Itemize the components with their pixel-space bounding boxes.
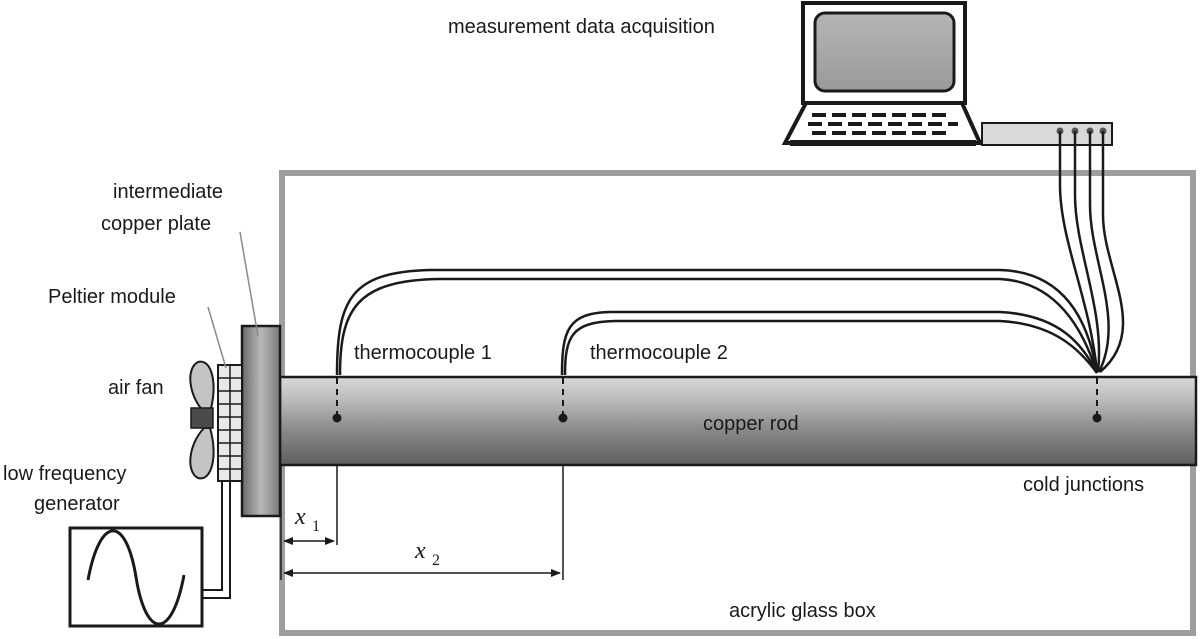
data-acquisition-box [981, 122, 1113, 146]
plate-pointer [239, 231, 259, 337]
thermocouple-wires [335, 268, 1099, 376]
acrylic-box-label: acrylic glass box [729, 600, 876, 622]
computer-icon [781, 1, 984, 146]
peltier-module [217, 364, 243, 482]
peltier-pointer [207, 306, 227, 369]
x1-symbol: x [294, 504, 306, 530]
x2-subscript: 2 [432, 552, 440, 569]
air-fan-icon [189, 360, 215, 480]
measurement-label: measurement data acquisition [448, 16, 715, 38]
thermocouple-2-label: thermocouple 2 [590, 342, 728, 364]
daq-wires [1058, 131, 1125, 373]
generator-wires [202, 481, 231, 599]
generator-label-2: generator [34, 493, 120, 515]
x2-symbol: x [414, 538, 426, 564]
low-frequency-generator [68, 526, 204, 628]
intermediate-plate-label-2: copper plate [101, 213, 211, 235]
intermediate-copper-plate [240, 324, 282, 518]
x1-subscript: 1 [312, 518, 320, 535]
thermocouple-1-label: thermocouple 1 [354, 342, 492, 364]
distance-markers [280, 466, 564, 580]
generator-label-1: low frequency [3, 463, 126, 485]
peltier-label: Peltier module [48, 286, 176, 308]
copper-rod [278, 375, 1198, 467]
intermediate-plate-label-1: intermediate [113, 181, 223, 203]
thermocouple-junctions [332, 378, 1102, 423]
cold-junctions-label: cold junctions [1023, 474, 1144, 496]
air-fan-label: air fan [108, 377, 164, 399]
copper-rod-label: copper rod [703, 413, 799, 435]
